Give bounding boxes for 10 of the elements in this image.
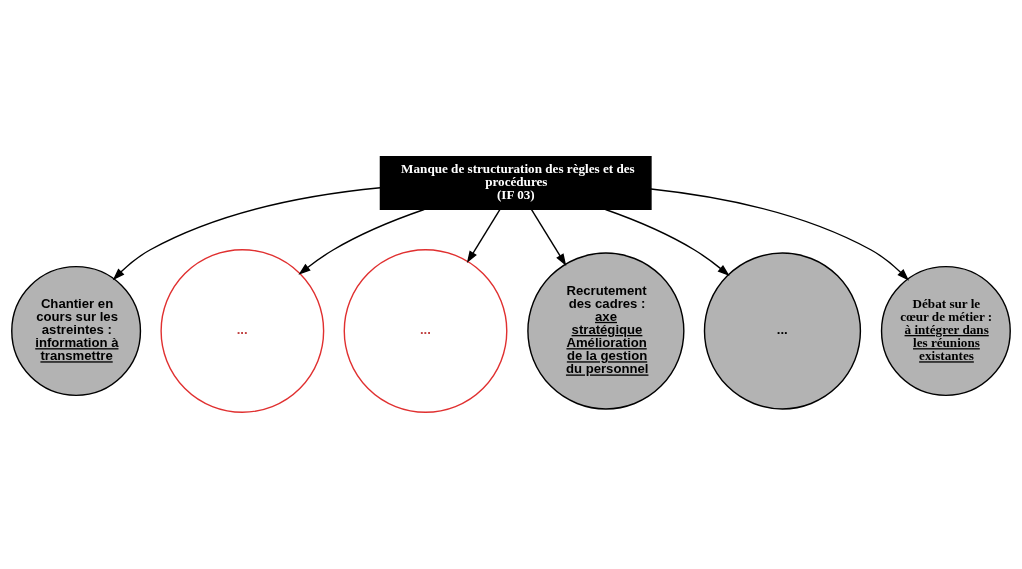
arrow [112,187,382,281]
node-circle: Débat sur le cœur de métier : à intégrer dans les réunions existantes [880,265,1011,397]
arrow [530,208,567,266]
node-circle: ... [703,252,862,410]
arrow [298,208,425,275]
arrow [650,188,910,281]
node-box: Manque de structuration des règles et des procédures (IF 03) [379,156,652,211]
arrow [604,208,730,277]
arrow [466,208,501,264]
node-circle: ... [160,249,325,413]
